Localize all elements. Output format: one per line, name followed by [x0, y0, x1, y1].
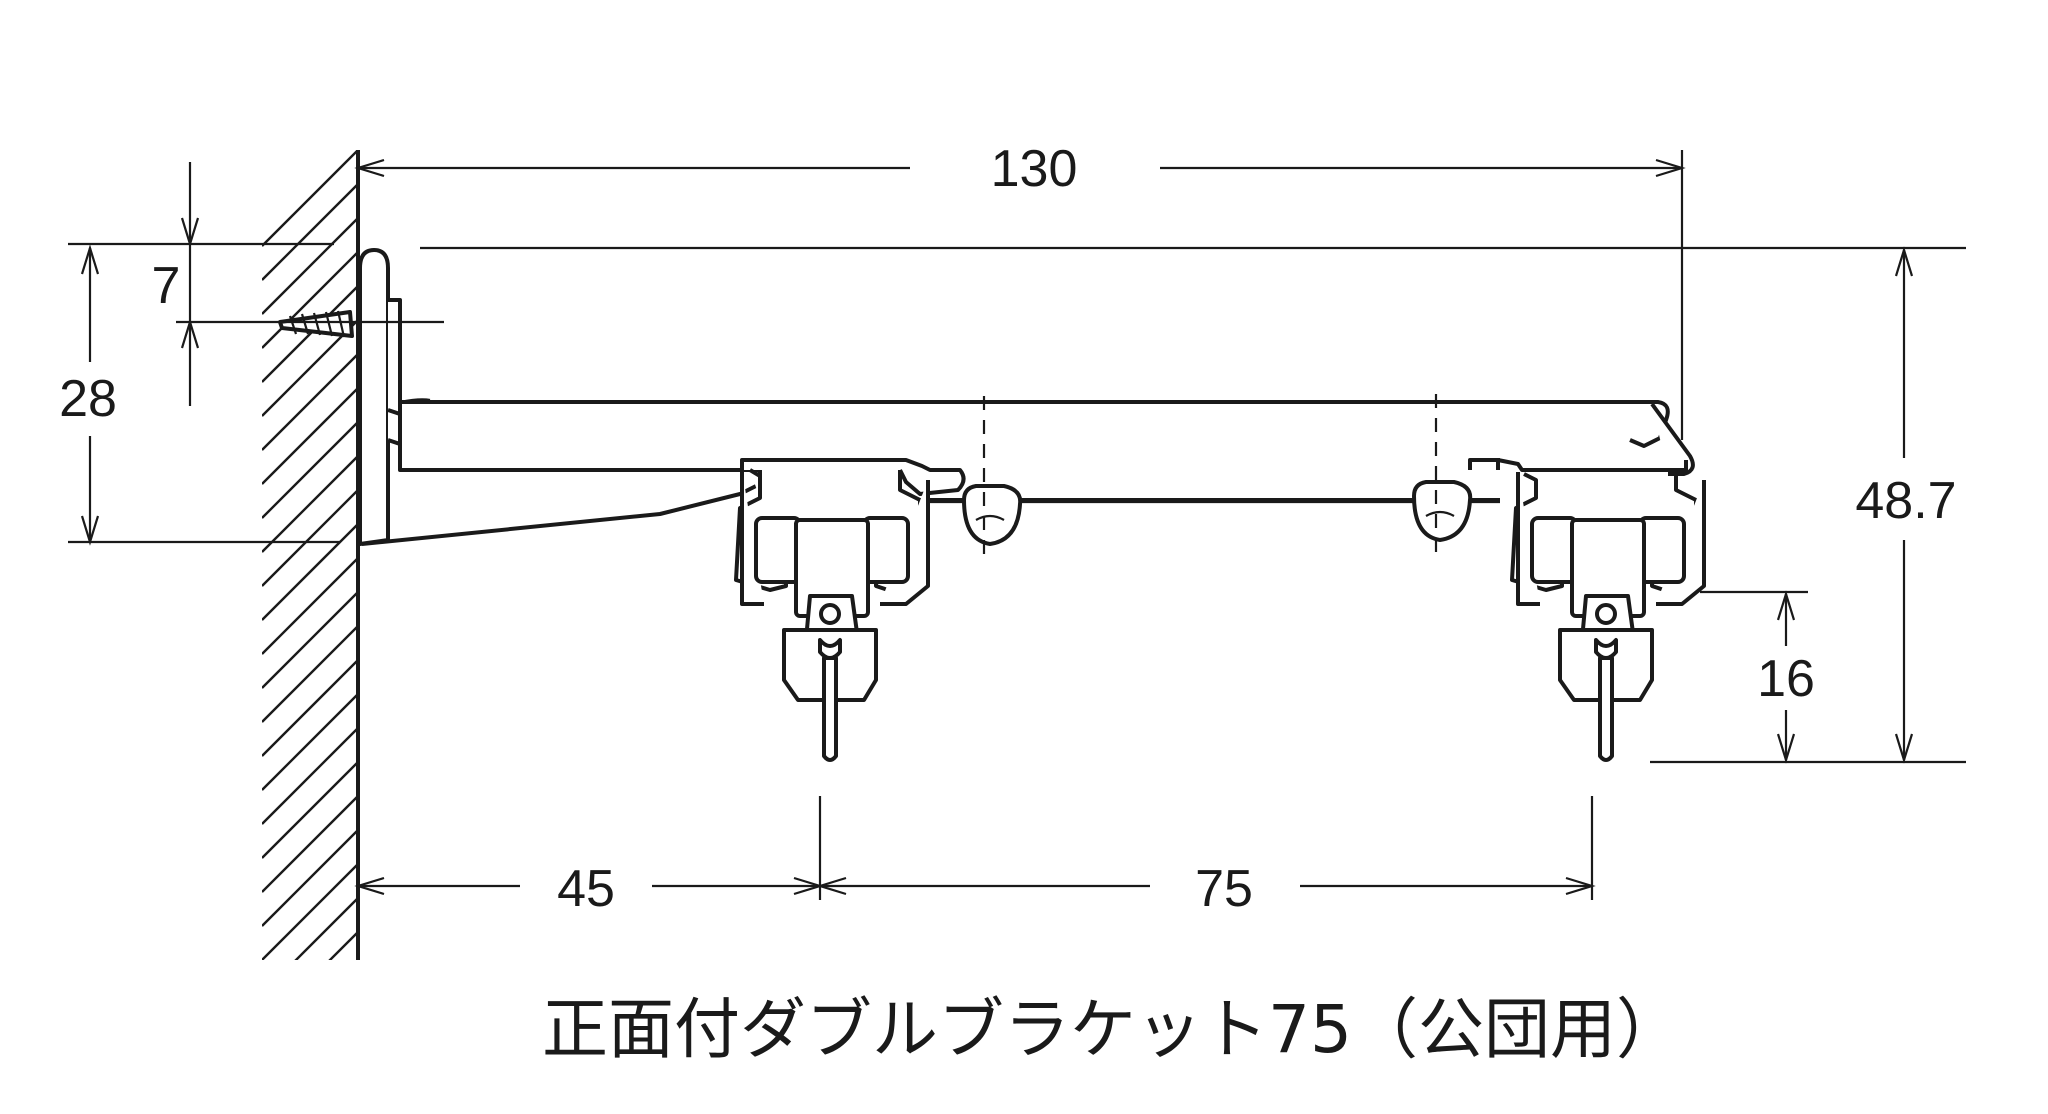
hatch-line — [262, 659, 358, 757]
hatch-line — [294, 897, 358, 960]
hatch-line — [262, 625, 358, 723]
hatch-line — [262, 150, 358, 247]
wall-hatching — [262, 150, 358, 1114]
hatch-line — [328, 931, 358, 960]
hatch-line — [262, 353, 358, 451]
hatch-line — [262, 251, 358, 349]
hatch-line — [262, 693, 358, 791]
hatch-line — [262, 421, 358, 519]
dim-screw-offset: 7 — [68, 162, 444, 406]
hatch-line — [262, 591, 358, 689]
dim-rail-spacing-label: 75 — [1195, 860, 1253, 918]
dim-rail-spacing: 75 — [816, 796, 1596, 918]
hatch-line — [262, 387, 358, 485]
wall — [262, 150, 360, 1114]
dim-runner-drop: 16 — [1700, 590, 1815, 764]
hatch-line — [262, 829, 358, 927]
wall-screw — [278, 310, 354, 338]
hatch-line — [262, 761, 358, 859]
back-rail — [1412, 458, 1706, 762]
hatch-line — [262, 727, 358, 825]
hatch-line — [262, 217, 358, 315]
diagram-caption: 正面付ダブルブラケット75（公団用） — [542, 991, 1682, 1068]
hatch-line — [262, 455, 358, 553]
hatch-line — [262, 1034, 358, 1114]
dim-wall-plate-height-label: 28 — [59, 370, 117, 428]
dim-overall-height: 48.7 — [1650, 246, 1966, 764]
hatch-line — [262, 966, 358, 1062]
dim-overall-height-label: 48.7 — [1855, 472, 1956, 530]
dim-wall-plate-height: 28 — [59, 244, 340, 546]
hatch-line — [262, 285, 358, 383]
dim-front-rail-offset: 45 — [354, 796, 824, 918]
hatch-line — [262, 183, 358, 281]
hatch-line — [262, 557, 358, 655]
hatch-line — [262, 523, 358, 621]
front-rail — [734, 458, 1023, 762]
hatch-line — [262, 863, 358, 960]
dim-runner-drop-label: 16 — [1757, 650, 1815, 708]
hatch-line — [262, 1000, 358, 1096]
dim-screw-offset-label: 7 — [152, 257, 181, 315]
dim-front-rail-offset-label: 45 — [557, 860, 615, 918]
bracket-body — [358, 248, 1695, 546]
dim-overall-length-label: 130 — [991, 140, 1078, 198]
hatch-line — [262, 489, 358, 587]
dim-overall-length: 130 — [354, 140, 1686, 440]
hatch-line — [262, 795, 358, 893]
